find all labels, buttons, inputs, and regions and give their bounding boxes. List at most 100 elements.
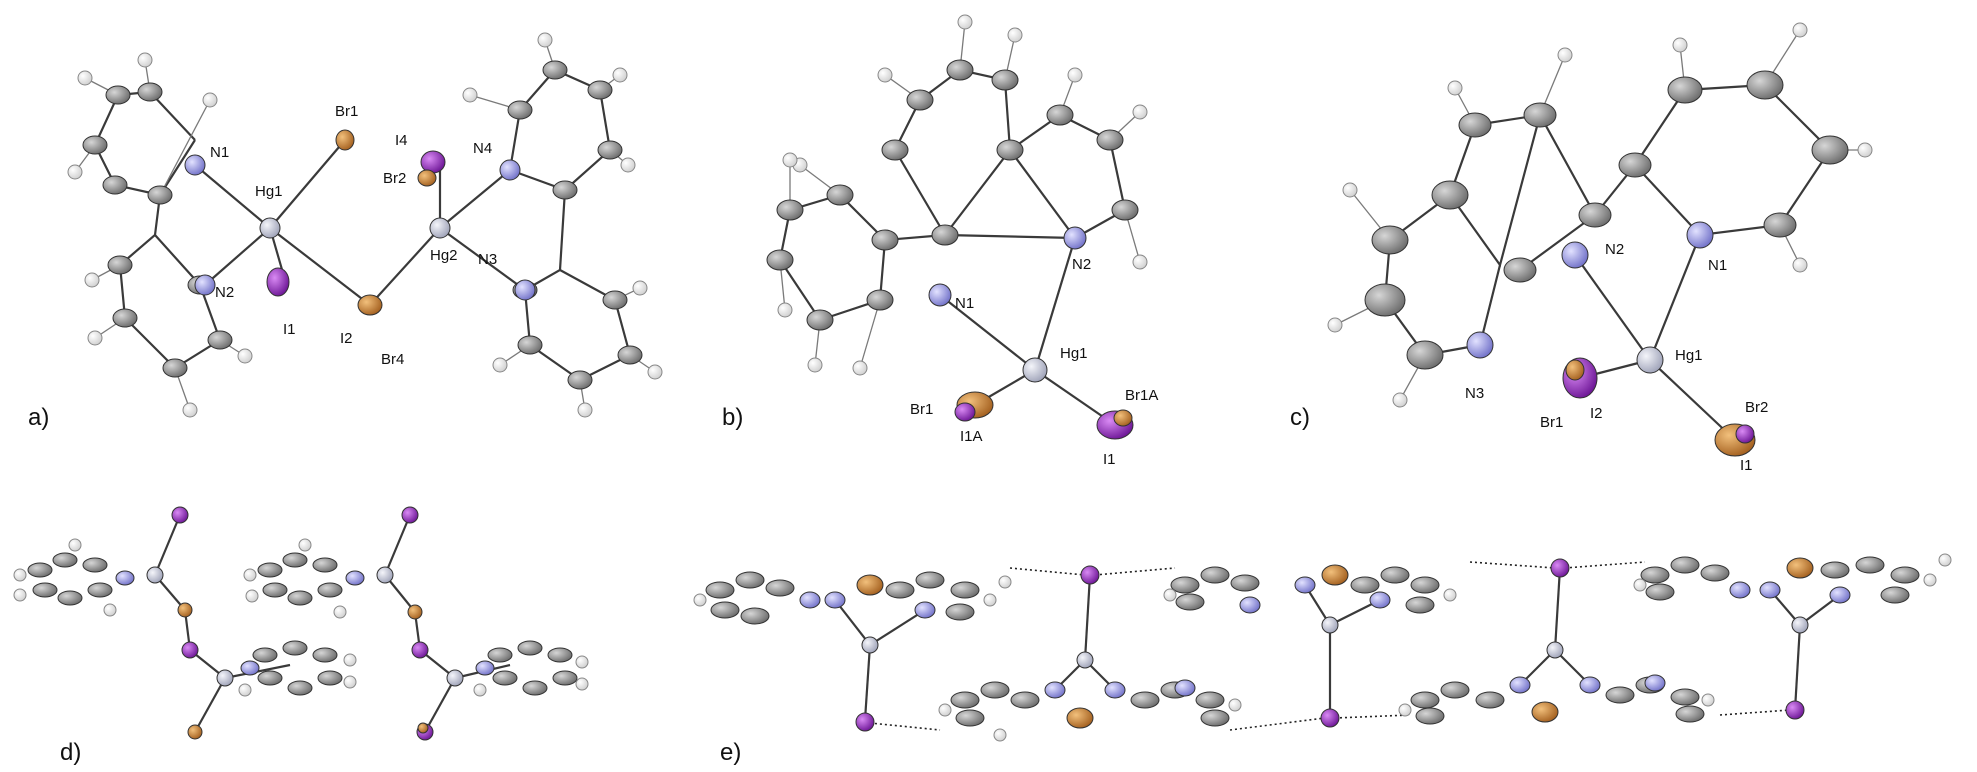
carbon-atom <box>1618 152 1652 178</box>
ligand-stack <box>13 538 135 617</box>
atom-label: Br1 <box>1540 414 1563 431</box>
carbon-atom <box>1578 202 1612 228</box>
atom-label: Hg1 <box>1675 347 1703 364</box>
atom-label: Br1 <box>335 103 358 120</box>
atom-label: N1 <box>1708 257 1727 274</box>
carbon-atom <box>1746 70 1784 100</box>
mercury-atom <box>446 669 464 687</box>
hydrogen-atom <box>87 330 103 346</box>
atom-label: Br2 <box>1745 399 1768 416</box>
nitrogen-atom-n4 <box>499 159 521 181</box>
carbon-atom <box>102 175 128 195</box>
carbon-atom <box>82 135 108 155</box>
carbon-atom <box>507 100 533 120</box>
carbon-atom <box>1364 283 1406 317</box>
panel-label-b: b) <box>722 404 743 431</box>
carbon-atom <box>776 199 804 221</box>
panel-label-e: e) <box>720 739 741 766</box>
hydrogen-atom <box>1327 317 1343 333</box>
hydrogen-atom <box>852 360 868 376</box>
carbon-atom <box>162 358 188 378</box>
carbon-atom <box>137 82 163 102</box>
nitrogen-atom-n3 <box>514 279 536 301</box>
hydrogen-atom <box>777 302 793 318</box>
mercury-atom <box>216 669 234 687</box>
carbon-atom <box>1096 129 1124 151</box>
nitrogen-atom-n2 <box>1561 241 1589 269</box>
ligand-pair <box>938 679 1242 742</box>
carbon-atom <box>1458 112 1492 138</box>
bromine-atom-br1 <box>1565 359 1585 381</box>
carbon-atom <box>826 184 854 206</box>
iodine-atom-i4 <box>420 150 446 174</box>
panel-d-bonds <box>153 514 511 733</box>
carbon-atom <box>871 229 899 251</box>
panel-e-contacts <box>859 561 1791 731</box>
carbon-atom <box>991 69 1019 91</box>
atom-label: N2 <box>215 284 234 301</box>
panel-label-d: d) <box>60 739 81 766</box>
carbon-atom <box>1431 180 1469 210</box>
ligand-pair <box>1633 553 1952 604</box>
atom-label: I1 <box>1103 451 1116 468</box>
carbon-atom <box>207 330 233 350</box>
atom-label: N3 <box>1465 385 1484 402</box>
nitrogen-atom-n1 <box>184 154 206 176</box>
carbon-atom <box>1763 212 1797 238</box>
hydrogen-atom <box>1132 254 1148 270</box>
carbon-atom <box>542 60 568 80</box>
panel-d: d) <box>13 506 589 766</box>
iodine-atom <box>1320 708 1340 728</box>
carbon-atom <box>906 89 934 111</box>
hydrogen-atom <box>1067 67 1083 83</box>
panel-b-atoms <box>766 14 1148 440</box>
carbon-atom <box>597 140 623 160</box>
nitrogen-atom-n2 <box>1063 226 1087 250</box>
carbon-atom <box>946 59 974 81</box>
panel-b: N1 N2 Hg1 Br1 I1A Br1A I1 b) <box>722 14 1158 468</box>
panel-e: e) <box>693 553 1952 766</box>
mercury-atom-hg1 <box>259 217 281 239</box>
hydrogen-atom <box>182 402 198 418</box>
mercury-atom <box>146 566 164 584</box>
hydrogen-atom <box>1792 257 1808 273</box>
mercury-atom-hg1 <box>1022 357 1048 383</box>
hydrogen-atom <box>1132 104 1148 120</box>
bromine-atom-br1 <box>335 129 355 151</box>
atom-label: Br2 <box>383 170 406 187</box>
atom-label: I2 <box>1590 405 1603 422</box>
hydrogen-atom <box>620 157 636 173</box>
carbon-atom <box>552 180 578 200</box>
iodine-atom <box>1785 700 1805 720</box>
mercury-atom <box>376 566 394 584</box>
bromine-atom-br2 <box>417 169 437 187</box>
ligand-stack <box>473 640 589 697</box>
mercury-atom <box>1076 651 1094 669</box>
atom-label: N2 <box>1605 241 1624 258</box>
carbon-atom <box>1406 340 1444 370</box>
hydrogen-atom <box>877 67 893 83</box>
carbon-atom <box>1523 102 1557 128</box>
hydrogen-atom <box>577 402 593 418</box>
atom-label: I2 <box>340 330 353 347</box>
atom-label: N2 <box>1072 256 1091 273</box>
atom-label: N1 <box>210 144 229 161</box>
hydrogen-atom <box>647 364 663 380</box>
carbon-atom <box>105 85 131 105</box>
carbon-atom <box>112 308 138 328</box>
hydrogen-atom <box>202 92 218 108</box>
hydrogen-atom <box>1392 392 1408 408</box>
iodine-atom <box>171 506 189 524</box>
ligand-pair <box>693 571 1012 625</box>
nitrogen-atom-n2 <box>194 274 216 296</box>
panel-c: N2 N1 Hg1 N3 Br1 I2 Br2 I1 c) <box>1290 22 1873 474</box>
atom-label: Br4 <box>381 351 404 368</box>
hydrogen-atom <box>462 87 478 103</box>
carbon-atom <box>996 139 1024 161</box>
panel-label-c: c) <box>1290 404 1310 431</box>
panel-b-bonds <box>778 21 1141 426</box>
iodine-atom <box>855 712 875 732</box>
hydrogen-atom <box>1007 27 1023 43</box>
carbon-atom <box>806 309 834 331</box>
bromine-atom <box>187 724 203 740</box>
